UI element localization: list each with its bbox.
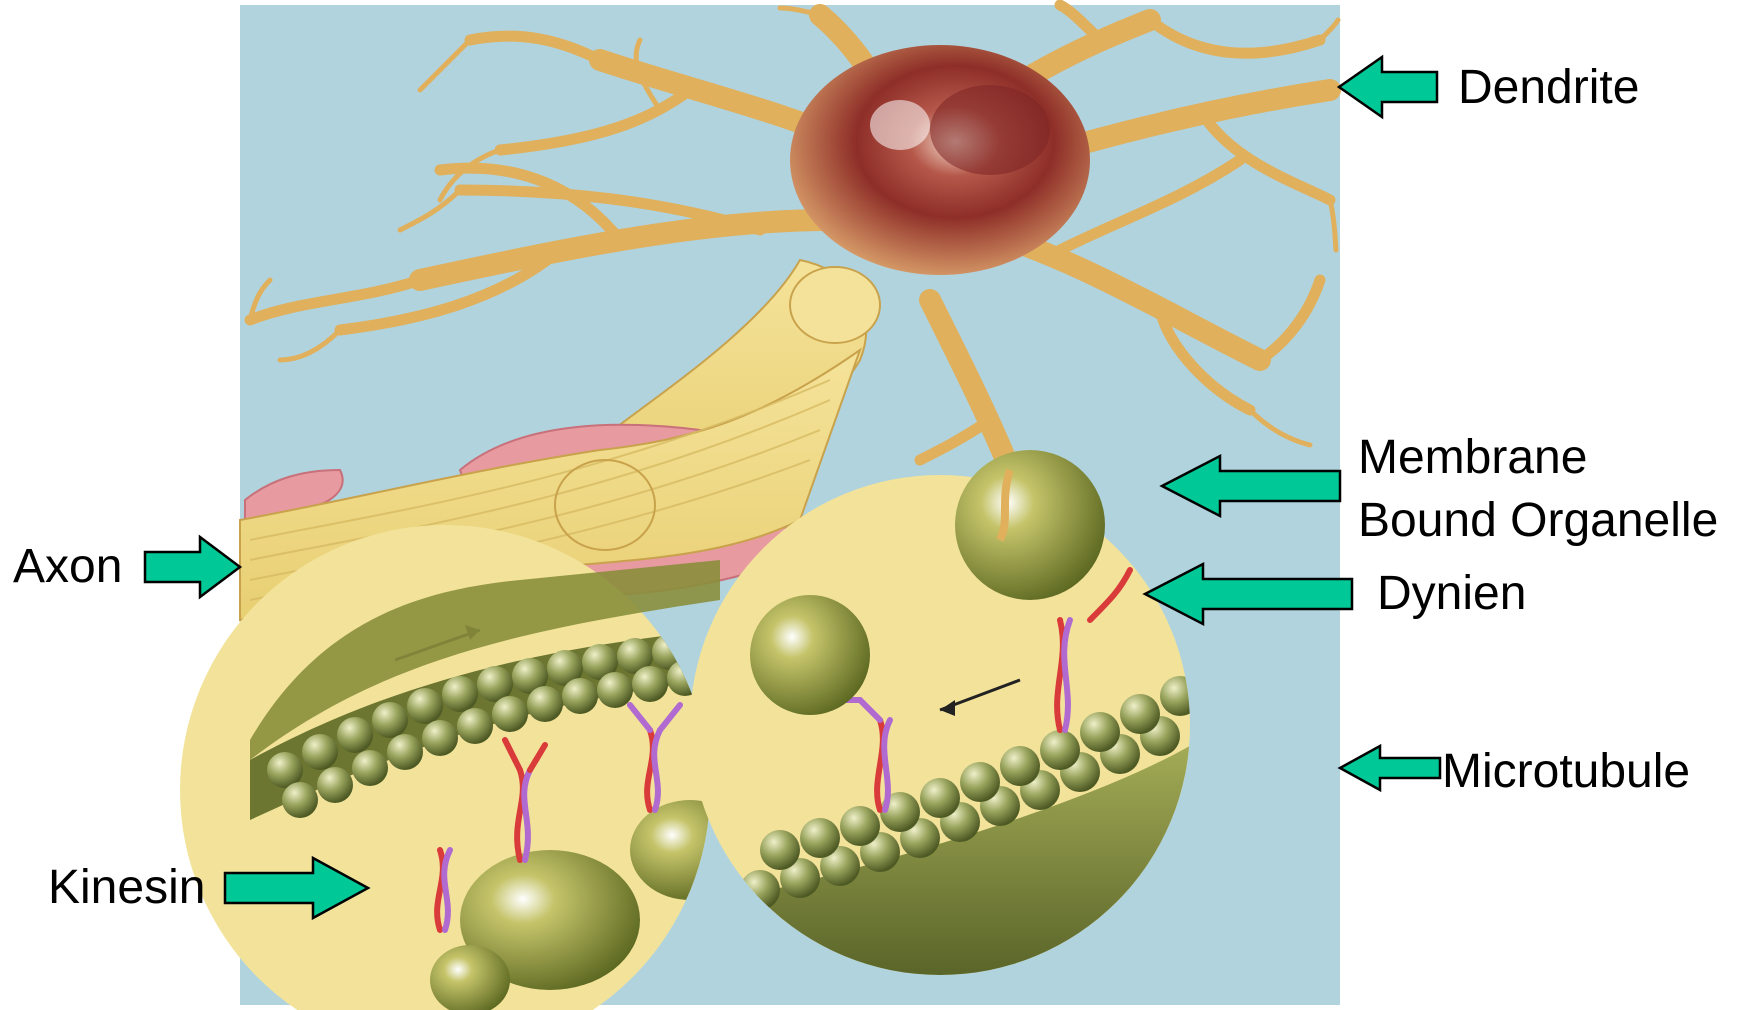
axon-cross-section — [790, 267, 880, 343]
kinesin-detail-circle — [180, 525, 750, 1010]
microtubule-label: Microtubule — [1442, 742, 1690, 802]
axon-label: Axon — [13, 537, 122, 597]
axon-arrow — [145, 537, 240, 597]
dendrite-label: Dendrite — [1458, 58, 1639, 118]
membrane-label-line1: Membrane — [1358, 428, 1587, 488]
vesicle — [750, 595, 870, 715]
dendrite-arrow — [1339, 57, 1437, 117]
cell-body — [790, 45, 1090, 275]
membrane-label-line2: Bound Organelle — [1358, 491, 1718, 551]
kinesin-label: Kinesin — [48, 858, 205, 918]
dynien-label: Dynien — [1377, 564, 1526, 624]
membrane-bound-organelle — [955, 450, 1105, 600]
microtubule-arrow — [1340, 746, 1440, 790]
